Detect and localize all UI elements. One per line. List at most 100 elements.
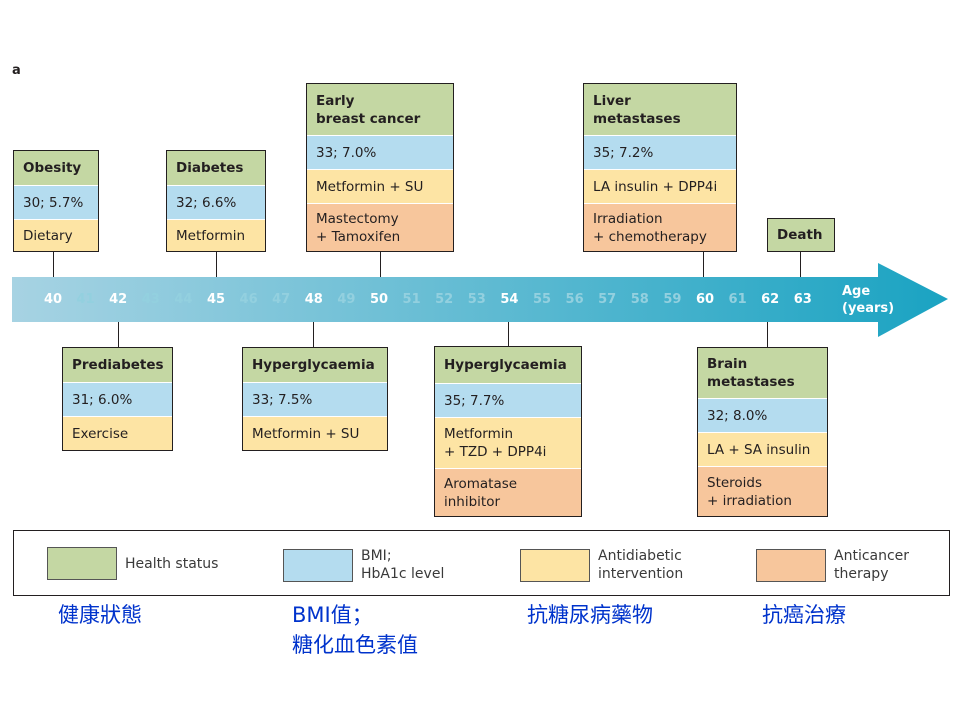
age-tick-63: 63 (793, 292, 812, 307)
bmi-hba1c-text: 30; 5.7% (23, 194, 84, 211)
antidiabetic-text: Dietary (23, 227, 73, 244)
stem-death (800, 251, 801, 277)
stem-prediabetes (118, 322, 119, 348)
bmi-hba1c-text: 32; 8.0% (707, 407, 768, 424)
event-box-prediabetes: Prediabetes 31; 6.0% Exercise (62, 347, 173, 451)
antidiabetic-text: Exercise (72, 425, 129, 442)
cn-label-health: 健康狀態 (58, 603, 142, 627)
age-tick-43: 43 (141, 292, 160, 307)
antidiabetic-text: LA insulin + DPP4i (593, 178, 718, 195)
health-status-cell: Death (768, 219, 834, 251)
antidiabetic-cell: Metformin + SU (307, 169, 453, 203)
health-status-text: Hyperglycaemia (444, 357, 567, 373)
event-box-hyperglycaemia-48: Hyperglycaemia 33; 7.5% Metformin + SU (242, 347, 388, 451)
anticancer-text: Aromatase inhibitor (444, 475, 518, 510)
stem-brain-metastases (767, 322, 768, 348)
age-tick-58: 58 (630, 292, 649, 307)
age-tick-41: 41 (76, 292, 95, 307)
age-tick-61: 61 (728, 292, 747, 307)
legend-text-health: Health status (125, 555, 219, 572)
age-tick-53: 53 (467, 292, 486, 307)
bmi-hba1c-text: 35; 7.2% (593, 144, 654, 161)
health-status-cell: Brain metastases (698, 348, 827, 398)
bmi-hba1c-cell: 32; 8.0% (698, 398, 827, 432)
event-box-early-breast-cancer: Early breast cancer 33; 7.0% Metformin +… (306, 83, 454, 252)
antidiabetic-cell: Exercise (63, 416, 172, 450)
event-box-diabetes: Diabetes 32; 6.6% Metformin (166, 150, 266, 252)
anticancer-cell: Irradiation + chemotherapy (584, 203, 736, 251)
age-tick-50: 50 (369, 292, 389, 307)
age-tick-56: 56 (565, 292, 584, 307)
legend-swatch-bmi (283, 548, 353, 582)
antidiabetic-text: Metformin (176, 227, 246, 244)
antidiabetic-cell: Metformin (167, 219, 265, 251)
panel-label: a (12, 63, 21, 78)
age-axis-label: Age (years) (842, 284, 895, 316)
antidiabetic-text: Metformin + SU (252, 425, 360, 442)
health-status-cell: Hyperglycaemia (435, 347, 581, 383)
health-status-cell: Prediabetes (63, 348, 172, 382)
antidiabetic-cell: Dietary (14, 219, 98, 251)
bmi-hba1c-cell: 33; 7.0% (307, 135, 453, 169)
age-tick-55: 55 (532, 292, 552, 307)
event-box-liver-metastases: Liver metastases 35; 7.2% LA insulin + D… (583, 83, 737, 252)
bmi-hba1c-text: 31; 6.0% (72, 391, 133, 408)
age-tick-46: 46 (239, 292, 258, 307)
stem-obesity (53, 251, 54, 277)
event-box-death: Death (767, 218, 835, 252)
health-status-cell: Hyperglycaemia (243, 348, 387, 382)
bmi-hba1c-cell: 30; 5.7% (14, 185, 98, 219)
bmi-hba1c-cell: 33; 7.5% (243, 382, 387, 416)
anticancer-text: Irradiation + chemotherapy (593, 210, 707, 245)
bmi-hba1c-cell: 32; 6.6% (167, 185, 265, 219)
stem-liver-metastases (703, 251, 704, 277)
event-box-brain-metastases: Brain metastases 32; 8.0% LA + SA insuli… (697, 347, 828, 517)
health-status-text: Obesity (23, 160, 82, 176)
event-box-obesity: Obesity 30; 5.7% Dietary (13, 150, 99, 252)
legend-item-bmi: BMI; HbA1c level (283, 547, 444, 583)
health-status-text: Diabetes (176, 160, 244, 176)
stem-hyperglycaemia-54 (508, 322, 509, 347)
cn-label-anticancer: 抗癌治療 (762, 603, 846, 627)
age-tick-42: 42 (109, 292, 128, 307)
legend-item-health: Health status (47, 547, 218, 580)
antidiabetic-cell: LA insulin + DPP4i (584, 169, 736, 203)
age-tick-54: 54 (500, 292, 519, 307)
bmi-hba1c-text: 35; 7.7% (444, 392, 505, 409)
stem-early-breast-cancer (380, 251, 381, 277)
age-tick-40: 40 (43, 292, 63, 307)
antidiabetic-cell: Metformin + SU (243, 416, 387, 450)
health-status-text: Early breast cancer (316, 92, 421, 127)
age-tick-48: 48 (304, 292, 323, 307)
health-status-text: Hyperglycaemia (252, 357, 375, 373)
anticancer-text: Mastectomy + Tamoxifen (316, 210, 401, 245)
legend-swatch-health (47, 547, 117, 580)
health-status-text: Brain metastases (707, 356, 795, 390)
legend-swatch-antidiabetic (520, 548, 590, 582)
age-tick-60: 60 (695, 292, 715, 307)
age-tick-57: 57 (598, 292, 617, 307)
age-tick-59: 59 (663, 292, 682, 307)
legend-item-antidiabetic: Antidiabetic intervention (520, 547, 683, 583)
legend-swatch-anticancer (756, 548, 826, 582)
bmi-hba1c-text: 33; 7.0% (316, 144, 377, 161)
age-tick-51: 51 (402, 292, 421, 307)
health-status-text: Death (777, 227, 823, 243)
cn-label-antidiabetic: 抗糖尿病藥物 (527, 603, 653, 627)
arrow-shape (12, 263, 948, 337)
health-status-cell: Liver metastases (584, 84, 736, 135)
legend-text-bmi: BMI; HbA1c level (361, 548, 445, 582)
age-tick-62: 62 (761, 292, 780, 307)
stem-diabetes (216, 251, 217, 277)
age-tick-47: 47 (272, 292, 291, 307)
health-status-cell: Obesity (14, 151, 98, 185)
antidiabetic-text: Metformin + SU (316, 178, 424, 195)
health-status-text: Liver metastases (593, 92, 681, 127)
health-status-text: Prediabetes (72, 357, 164, 373)
anticancer-text: Steroids + irradiation (707, 474, 792, 509)
anticancer-cell: Aromatase inhibitor (435, 468, 581, 516)
bmi-hba1c-cell: 35; 7.7% (435, 383, 581, 417)
event-box-hyperglycaemia-54: Hyperglycaemia 35; 7.7% Metformin + TZD … (434, 346, 582, 517)
antidiabetic-text: LA + SA insulin (707, 441, 811, 458)
